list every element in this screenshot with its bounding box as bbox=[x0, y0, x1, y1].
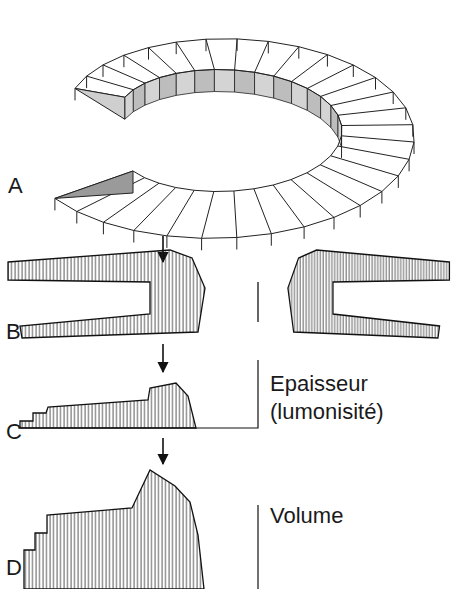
step-riser bbox=[201, 238, 202, 250]
step-edge bbox=[234, 191, 237, 238]
step-riser bbox=[166, 236, 167, 248]
step-riser bbox=[414, 142, 415, 154]
stage-letter: B bbox=[6, 318, 36, 346]
inner-wall bbox=[235, 70, 255, 94]
step-riser bbox=[103, 65, 104, 77]
step-riser bbox=[133, 231, 134, 243]
step-edge bbox=[55, 171, 133, 198]
inner-wall bbox=[133, 83, 145, 112]
step-riser bbox=[381, 192, 382, 204]
section-cut bbox=[55, 171, 133, 198]
step-riser bbox=[353, 65, 354, 77]
step-riser bbox=[176, 42, 177, 54]
stage-letter: C bbox=[6, 418, 36, 446]
step-edge bbox=[292, 55, 328, 82]
step-riser bbox=[398, 176, 399, 188]
step-arrow bbox=[162, 344, 164, 372]
step-edge bbox=[331, 92, 393, 106]
step-riser bbox=[304, 227, 305, 239]
step-edge bbox=[307, 65, 353, 88]
stage-letter: A bbox=[8, 172, 38, 200]
section-cut bbox=[75, 88, 125, 119]
step-riser bbox=[76, 212, 77, 224]
step-riser bbox=[298, 47, 299, 59]
inner-wall bbox=[195, 70, 215, 93]
step-riser bbox=[405, 108, 406, 120]
volume-profile bbox=[24, 470, 204, 589]
step-riser bbox=[412, 125, 413, 137]
step-edge bbox=[338, 146, 409, 159]
step-edge bbox=[176, 42, 195, 71]
axis-line bbox=[257, 282, 258, 322]
spiral-figure bbox=[55, 39, 414, 250]
step-edge bbox=[274, 47, 299, 76]
inner-wall bbox=[274, 76, 292, 103]
step-riser bbox=[375, 78, 376, 90]
step-edge bbox=[103, 65, 145, 83]
step-riser bbox=[103, 222, 104, 234]
stage-letter: D bbox=[6, 554, 36, 582]
step-riser bbox=[271, 234, 272, 246]
step-edge bbox=[235, 39, 238, 70]
section-left bbox=[8, 250, 205, 338]
step-edge bbox=[134, 188, 176, 231]
step-edge bbox=[149, 48, 177, 74]
step-riser bbox=[54, 198, 55, 210]
section-right bbox=[288, 250, 450, 338]
step-edge bbox=[342, 124, 413, 126]
inner-wall bbox=[125, 90, 134, 119]
thickness-profile bbox=[20, 383, 196, 428]
step-edge bbox=[291, 180, 334, 218]
step-riser bbox=[206, 39, 207, 51]
step-riser bbox=[334, 217, 335, 229]
step-edge bbox=[254, 189, 271, 234]
step-riser bbox=[409, 159, 410, 171]
step-riser bbox=[327, 55, 328, 67]
inner-wall bbox=[145, 78, 159, 106]
outer-edge bbox=[55, 39, 414, 238]
step-arrow bbox=[162, 438, 164, 464]
step-edge bbox=[202, 192, 214, 239]
step-riser bbox=[123, 55, 124, 67]
step-riser bbox=[148, 48, 149, 60]
step-edge bbox=[331, 156, 399, 176]
step-edge bbox=[206, 39, 214, 69]
inner-wall bbox=[214, 70, 234, 93]
step-edge bbox=[320, 165, 382, 192]
profile-axis bbox=[18, 360, 258, 428]
step-edge bbox=[167, 190, 194, 236]
step-edge bbox=[342, 136, 415, 142]
axis-label: Epaisseur (lumonisité) bbox=[270, 370, 420, 425]
axis-label: Volume bbox=[270, 502, 420, 530]
step-riser bbox=[393, 92, 394, 104]
step-edge bbox=[321, 78, 376, 97]
step-edge bbox=[273, 185, 304, 227]
step-edge bbox=[338, 108, 406, 115]
step-riser bbox=[86, 76, 87, 88]
step-edge bbox=[87, 76, 134, 90]
profile-axis bbox=[257, 505, 258, 589]
inner-wall bbox=[176, 71, 194, 96]
step-riser bbox=[360, 206, 361, 218]
step-riser bbox=[268, 41, 269, 53]
step-riser bbox=[75, 88, 76, 100]
inner-wall bbox=[255, 72, 274, 98]
step-riser bbox=[236, 238, 237, 250]
inner-wall bbox=[292, 82, 308, 111]
step-edge bbox=[124, 55, 160, 77]
step-riser bbox=[237, 39, 238, 51]
step-edge bbox=[255, 41, 269, 72]
